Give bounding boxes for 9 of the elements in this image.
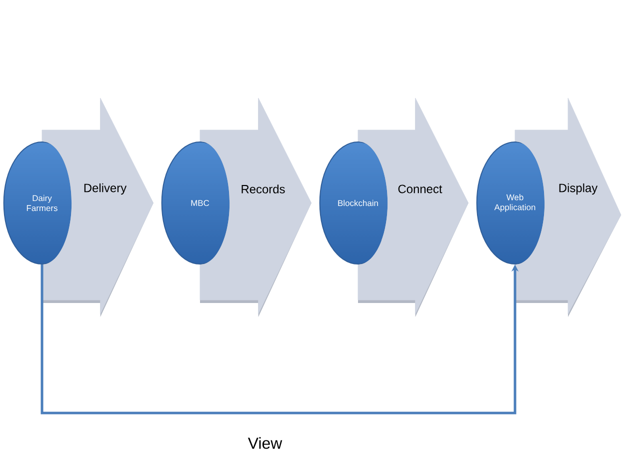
block-arrow — [358, 98, 469, 317]
block-arrow — [42, 98, 154, 317]
block-arrow — [200, 98, 312, 317]
edge-label: Connect — [396, 184, 444, 194]
edge-label: Delivery — [82, 182, 128, 196]
edge-label: View — [246, 436, 284, 450]
edge-label: Records — [240, 184, 286, 194]
edge-label: Display — [557, 182, 599, 196]
block-arrow — [514, 98, 622, 317]
